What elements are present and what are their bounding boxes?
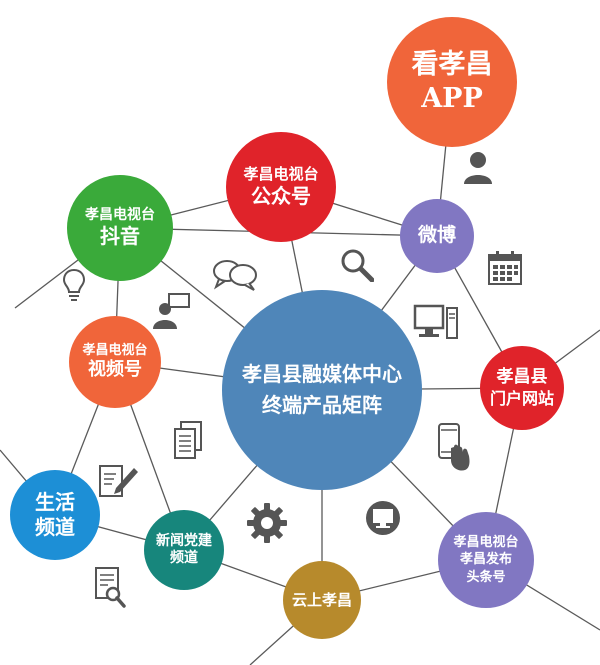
node-life-line1: 生活	[35, 490, 75, 514]
node-app: 看孝昌 APP	[387, 17, 517, 147]
center-line2: 终端产品矩阵	[262, 393, 382, 417]
node-portal-line2: 门户网站	[489, 388, 554, 408]
node-douyin: 孝昌电视台 抖音	[67, 175, 173, 281]
node-wechat-line1: 孝昌电视台	[243, 165, 319, 184]
node-shipinhao-line1: 孝昌电视台	[82, 342, 148, 358]
desktop-computer-icon	[413, 304, 458, 339]
node-douyin-line2: 抖音	[100, 224, 140, 249]
node-video-account: 孝昌电视台 视频号	[69, 316, 161, 408]
node-wechat-line2: 公众号	[251, 183, 311, 208]
report-search-icon	[95, 567, 126, 608]
node-app-line1: 看孝昌	[411, 49, 493, 81]
node-life-line2: 频道	[35, 515, 75, 539]
documents-icon	[174, 421, 202, 459]
lightbulb-icon	[63, 268, 85, 301]
node-party-news-channel: 新闻党建 频道	[144, 510, 224, 590]
node-shipinhao-line2: 视频号	[88, 358, 142, 380]
node-portal-website: 孝昌县 门户网站	[480, 346, 564, 430]
calendar-icon	[488, 251, 522, 285]
center-line1: 孝昌县融媒体中心	[242, 362, 402, 386]
node-party-line1: 新闻党建	[156, 532, 212, 549]
node-party-line2: 频道	[170, 550, 198, 566]
node-toutiao-line1: 孝昌电视台	[453, 534, 519, 550]
smartphone-icon	[438, 423, 470, 471]
node-center: 孝昌县融媒体中心 终端产品矩阵	[222, 290, 422, 490]
node-toutiao-account: 孝昌电视台 孝昌发布 头条号	[438, 512, 534, 608]
node-weibo-line1: 微博	[417, 224, 456, 247]
node-app-line2: APP	[421, 83, 483, 114]
node-toutiao-line2: 孝昌发布	[459, 552, 512, 568]
node-cloud-xiaochang: 云上孝昌	[283, 561, 361, 639]
person-icon	[464, 152, 492, 184]
node-weibo: 微博	[400, 199, 474, 273]
chat-bubbles-icon	[213, 260, 257, 291]
node-douyin-line1: 孝昌电视台	[85, 206, 155, 223]
note-pencil-icon	[99, 465, 138, 497]
node-cloud-line1: 云上孝昌	[291, 590, 352, 609]
presenter-icon	[153, 293, 190, 329]
magnifier-icon	[341, 249, 374, 282]
node-portal-line1: 孝昌县	[496, 367, 548, 388]
node-toutiao-line3: 头条号	[466, 569, 506, 585]
gear-icon	[247, 503, 287, 543]
node-life-channel: 生活 频道	[10, 470, 100, 560]
node-wechat-official-account: 孝昌电视台 公众号	[226, 132, 336, 242]
monitor-icon	[366, 501, 400, 535]
